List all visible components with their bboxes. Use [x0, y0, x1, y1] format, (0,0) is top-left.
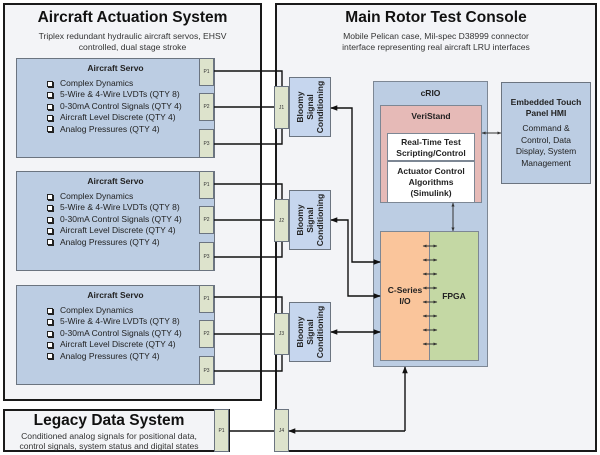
- connector-j1: J1: [274, 86, 289, 129]
- servo-feature: Analog Pressures (QTY 4): [47, 124, 182, 135]
- console-subtitle-1: Mobile Pelican case, Mil-spec D38999 con…: [343, 31, 529, 41]
- hmi-title-2: Panel HMI: [525, 108, 567, 118]
- console-title: Main Rotor Test Console: [345, 9, 527, 26]
- aircraft-servo-3: Aircraft Servo Complex Dynamics 5-Wire &…: [16, 285, 215, 385]
- servo-feature: 0-30mA Control Signals (QTY 4): [47, 328, 182, 339]
- console-subtitle-2: interface representing real aircraft LRU…: [342, 42, 530, 52]
- checkbox-icon: [47, 307, 53, 314]
- servo-feature: Analog Pressures (QTY 4): [47, 351, 182, 362]
- rt-test-scripting-label: Real-Time Test Scripting/Control: [396, 137, 466, 158]
- servo-feature: 5-Wire & 4-Wire LVDTs (QTY 8): [47, 89, 182, 100]
- fpga-label: FPGA: [442, 291, 466, 301]
- bloomy-signal-conditioning-1: Bloomy Signal Conditioning: [289, 77, 331, 137]
- servo-feature-list: Complex Dynamics 5-Wire & 4-Wire LVDTs (…: [47, 305, 182, 362]
- actuation-system-subtitle-1: Triplex redundant hydraulic aircraft ser…: [38, 31, 227, 41]
- checkbox-icon: [47, 80, 53, 87]
- servo-1-port-p1: P1: [199, 58, 214, 86]
- servo-3-port-p2: P2: [199, 320, 214, 348]
- bloomy-signal-conditioning-3: Bloomy Signal Conditioning: [289, 302, 331, 362]
- servo-feature: 5-Wire & 4-Wire LVDTs (QTY 8): [47, 202, 182, 213]
- bloomy-signal-conditioning-2: Bloomy Signal Conditioning: [289, 190, 331, 250]
- actuation-system-subtitle-2: controlled, dual stage stroke: [78, 42, 187, 52]
- servo-1-port-p3: P3: [199, 129, 214, 158]
- legacy-data-system-panel: Legacy Data System Conditioned analog si…: [3, 409, 230, 452]
- actuation-system-title: Aircraft Actuation System: [37, 9, 228, 26]
- aircraft-servo-2: Aircraft Servo Complex Dynamics 5-Wire &…: [16, 171, 215, 271]
- checkbox-icon: [47, 319, 53, 326]
- servo-feature: Aircraft Level Discrete (QTY 4): [47, 112, 182, 123]
- hmi-desc-2: Control, Data: [520, 134, 572, 145]
- servo-feature: Analog Pressures (QTY 4): [47, 237, 182, 248]
- checkbox-icon: [47, 341, 53, 348]
- servo-feature: 0-30mA Control Signals (QTY 4): [47, 101, 182, 112]
- servo-2-port-p1: P1: [199, 171, 214, 199]
- aircraft-servo-1: Aircraft Servo Complex Dynamics 5-Wire &…: [16, 58, 215, 158]
- legacy-port-p1: P1: [214, 409, 229, 452]
- servo-feature: 0-30mA Control Signals (QTY 4): [47, 214, 182, 225]
- checkbox-icon: [47, 193, 53, 200]
- servo-2-port-p2: P2: [199, 206, 214, 234]
- servo-feature: Complex Dynamics: [47, 305, 182, 316]
- hmi-desc-1: Command &: [522, 123, 570, 133]
- hmi-desc-3: Display, System: [515, 146, 577, 156]
- crio-title: cRIO: [420, 88, 441, 98]
- checkbox-icon: [47, 103, 53, 110]
- fpga-block: FPGA: [429, 231, 479, 361]
- rt-test-scripting-block: Real-Time Test Scripting/Control: [387, 133, 475, 161]
- servo-3-port-p1: P1: [199, 285, 214, 313]
- servo-feature: Aircraft Level Discrete (QTY 4): [47, 339, 182, 350]
- embedded-touch-panel-hmi: Embedded Touch Panel HMI Command & Contr…: [501, 82, 591, 184]
- servo-title: Aircraft Servo: [87, 176, 144, 186]
- algorithms-label-3: (Simulink): [410, 188, 452, 198]
- connector-j2: J2: [274, 199, 289, 242]
- servo-title: Aircraft Servo: [87, 63, 144, 73]
- checkbox-icon: [47, 114, 53, 121]
- checkbox-icon: [47, 227, 53, 234]
- checkbox-icon: [47, 126, 53, 133]
- servo-feature: Complex Dynamics: [47, 78, 182, 89]
- connector-j3: J3: [274, 313, 289, 355]
- cseries-io-block: C-Series I/O: [380, 231, 430, 361]
- servo-feature: 5-Wire & 4-Wire LVDTs (QTY 8): [47, 316, 182, 327]
- legacy-system-subtitle-1: Conditioned analog signals for positiona…: [21, 431, 197, 441]
- servo-feature: Aircraft Level Discrete (QTY 4): [47, 225, 182, 236]
- servo-feature-list: Complex Dynamics 5-Wire & 4-Wire LVDTs (…: [47, 191, 182, 248]
- checkbox-icon: [47, 330, 53, 337]
- hmi-desc-4: Management: [521, 157, 571, 168]
- legacy-system-subtitle-2: control signals, system status and digit…: [19, 441, 199, 451]
- servo-2-port-p3: P3: [199, 242, 214, 271]
- servo-1-port-p2: P2: [199, 93, 214, 121]
- actuator-control-algorithms-block: Actuator Control Algorithms (Simulink): [387, 161, 475, 203]
- algorithms-label-1: Actuator Control: [397, 166, 465, 176]
- servo-feature-list: Complex Dynamics 5-Wire & 4-Wire LVDTs (…: [47, 78, 182, 135]
- checkbox-icon: [47, 353, 53, 360]
- cseries-label-1: C-Series: [387, 285, 423, 295]
- servo-title: Aircraft Servo: [87, 290, 144, 300]
- veristand-title: VeriStand: [411, 111, 451, 121]
- connector-j4: J4: [274, 409, 289, 452]
- checkbox-icon: [47, 92, 53, 99]
- servo-feature: Complex Dynamics: [47, 191, 182, 202]
- servo-3-port-p3: P3: [199, 356, 214, 385]
- hmi-title-1: Embedded Touch: [510, 97, 582, 107]
- legacy-system-title: Legacy Data System: [33, 412, 185, 429]
- checkbox-icon: [47, 216, 53, 223]
- checkbox-icon: [47, 239, 53, 246]
- cseries-label-2: I/O: [399, 296, 411, 306]
- checkbox-icon: [47, 205, 53, 212]
- algorithms-label-2: Algorithms: [408, 177, 454, 187]
